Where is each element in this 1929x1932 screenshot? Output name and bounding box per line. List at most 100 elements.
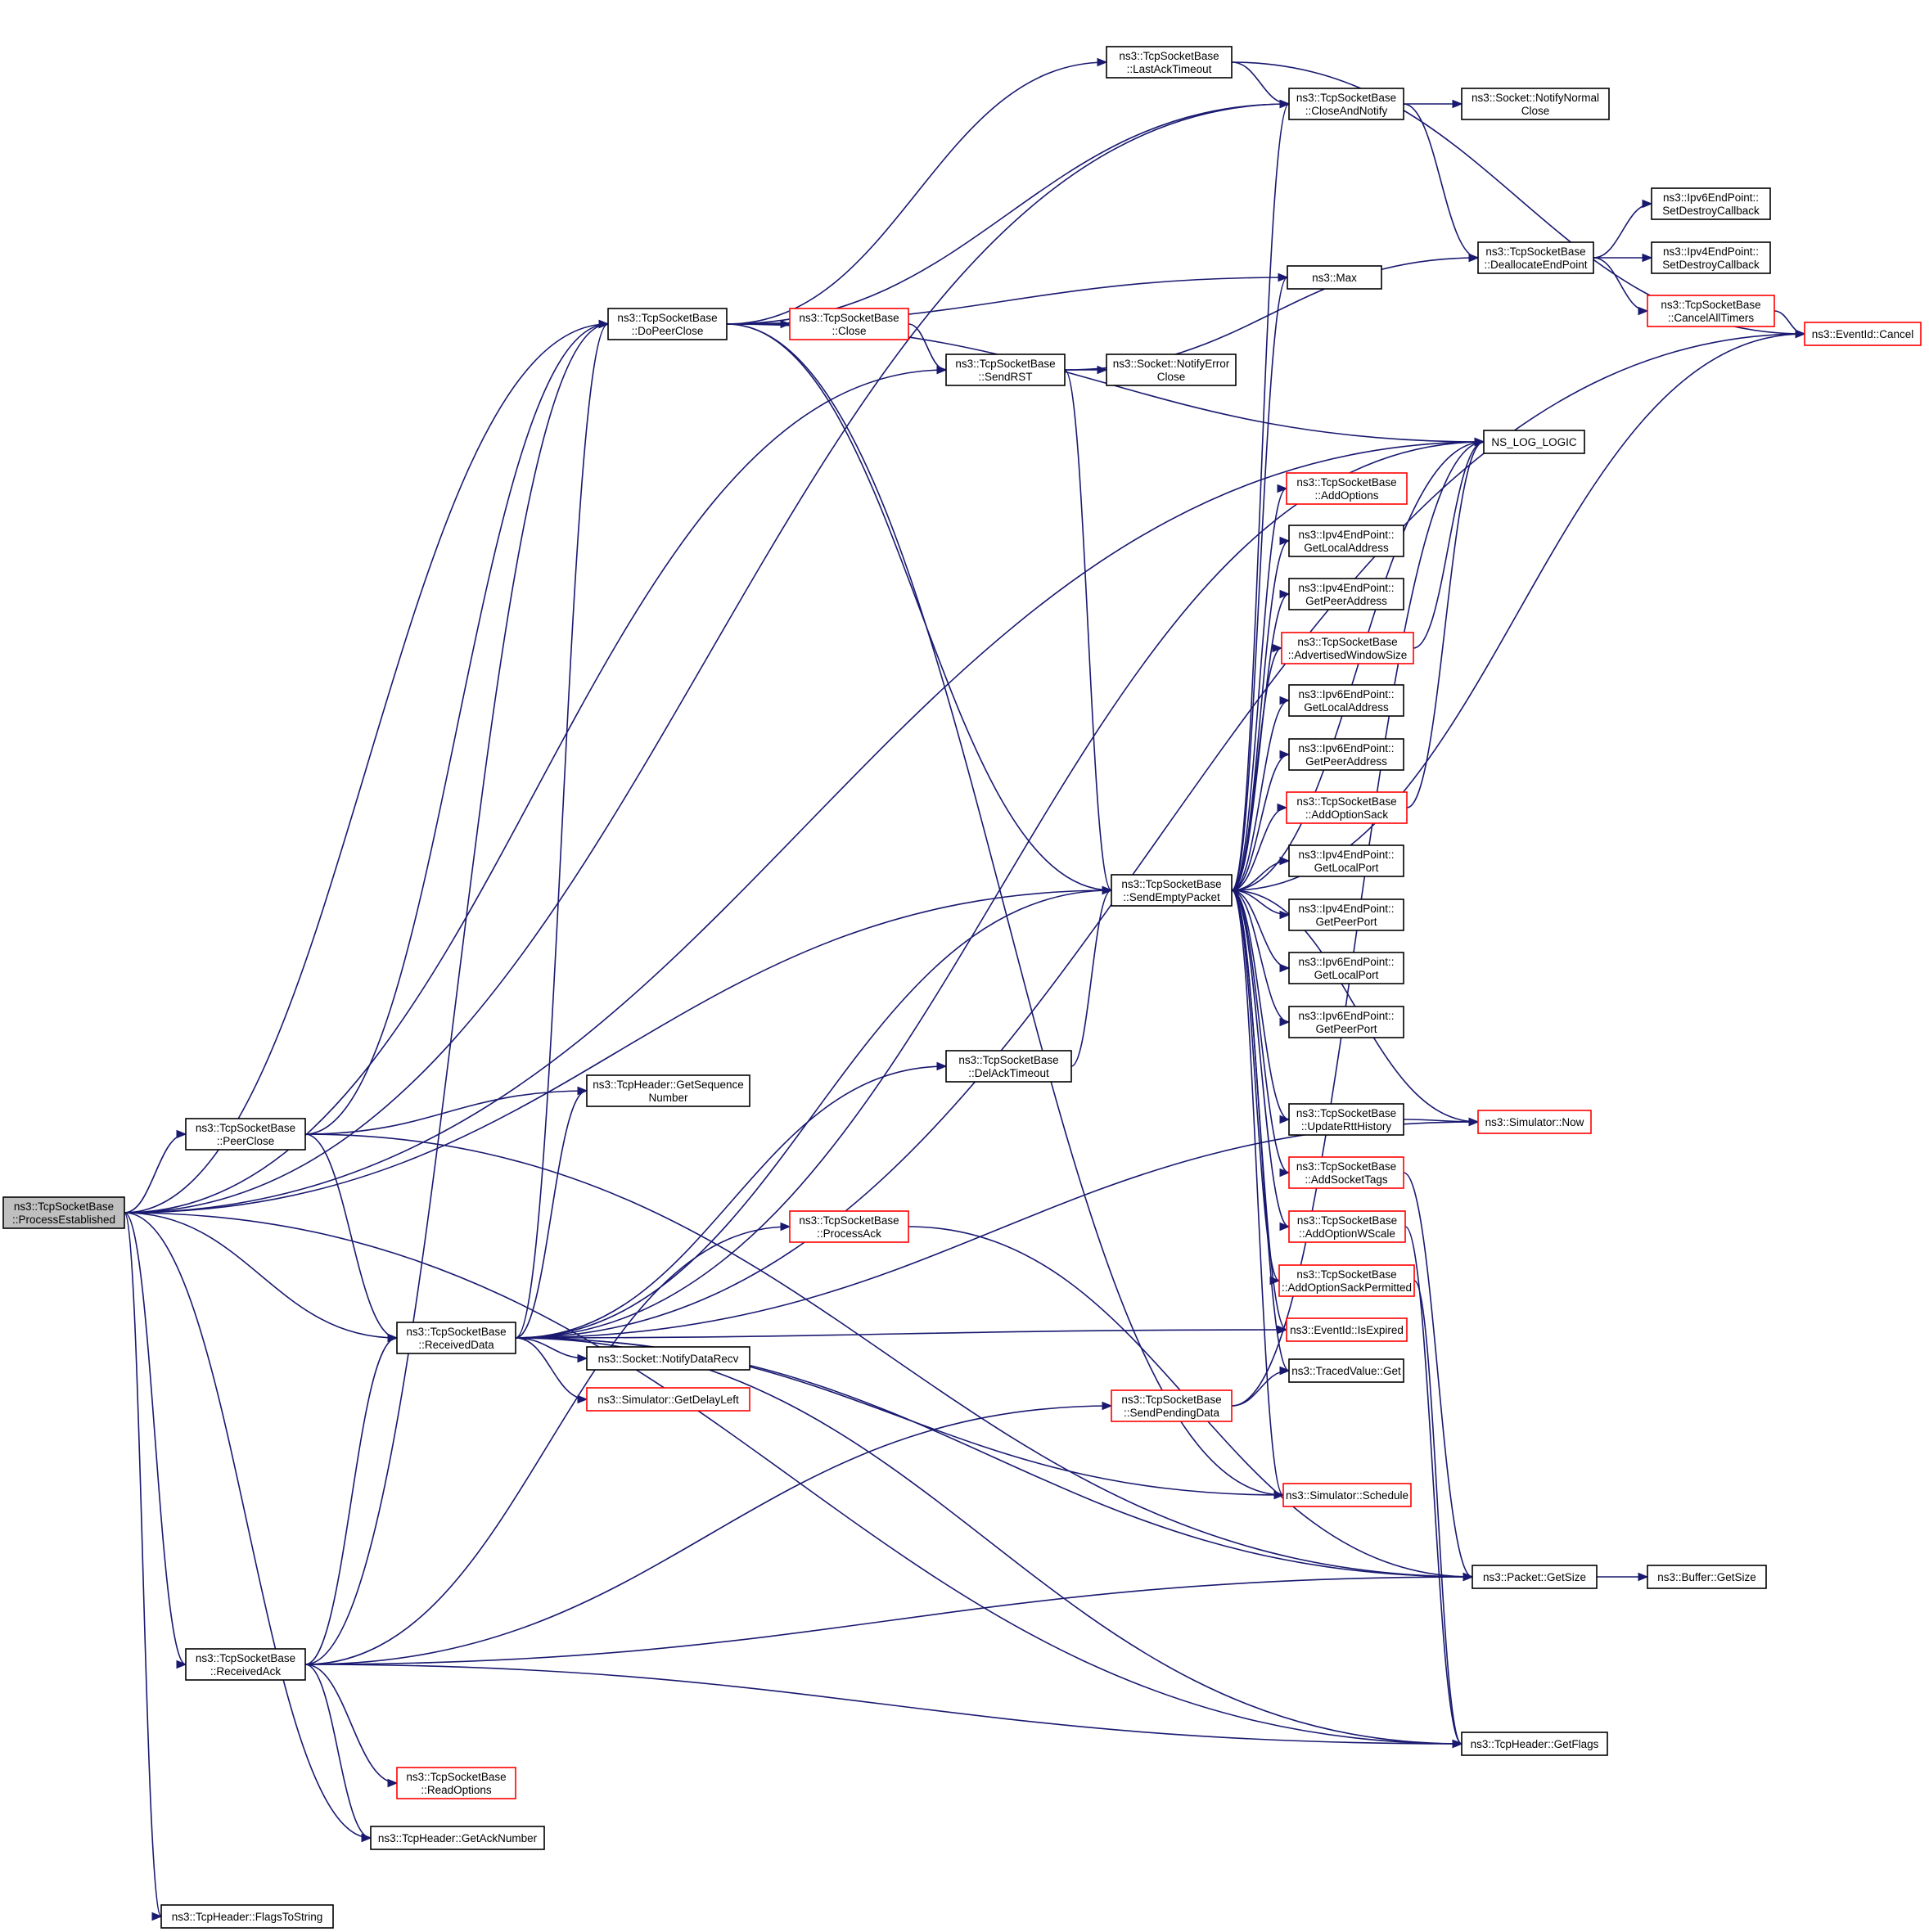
node-label-line: ns3::TcpSocketBase (1296, 476, 1396, 489)
edge-arrowhead (1277, 1325, 1288, 1335)
node-label-line: ns3::Max (1312, 272, 1357, 284)
node-buffergetsize[interactable]: ns3::Buffer::GetSize (1647, 1565, 1767, 1589)
node-max[interactable]: ns3::Max (1287, 265, 1382, 290)
node-label-line: ns3::Ipv6EndPoint:: (1298, 742, 1394, 754)
node-getdelayleft[interactable]: ns3::Simulator::GetDelayLeft (586, 1387, 750, 1412)
edge-arrowhead (1463, 1572, 1474, 1582)
node-delacktimeout[interactable]: ns3::TcpSocketBase::DelAckTimeout (945, 1050, 1072, 1083)
node-sendpendingdata[interactable]: ns3::TcpSocketBase::SendPendingData (1111, 1389, 1233, 1422)
node-box (396, 1767, 516, 1799)
node-closeandnotify[interactable]: ns3::TcpSocketBase::CloseAndNotify (1288, 88, 1404, 120)
node-addoptionwscale[interactable]: ns3::TcpSocketBase::AddOptionWScale (1288, 1210, 1406, 1243)
node-processack[interactable]: ns3::TcpSocketBase::ProcessAck (789, 1210, 909, 1243)
call-edge (304, 1405, 1112, 1665)
node-ipv4getlocalport[interactable]: ns3::Ipv4EndPoint::GetLocalPort (1288, 844, 1404, 877)
node-label-line: NS_LOG_LOGIC (1491, 436, 1577, 448)
node-ipv4getpeerport[interactable]: ns3::Ipv4EndPoint::GetPeerPort (1288, 898, 1404, 931)
edge-arrowhead (1279, 99, 1291, 109)
call-edge (304, 1664, 372, 1839)
node-label-line: ns3::TcpSocketBase (406, 1326, 506, 1338)
call-edge (1231, 754, 1290, 891)
edge-arrowhead (1279, 536, 1291, 546)
node-label-line: ns3::TcpSocketBase (958, 1054, 1058, 1066)
node-box (1288, 898, 1404, 931)
node-box (185, 1118, 306, 1151)
node-label-line: ::ReceivedAck (210, 1665, 282, 1678)
node-label-line: ns3::Ipv4EndPoint:: (1298, 582, 1394, 594)
node-label-line: ns3::TcpHeader::GetFlags (1471, 1738, 1599, 1750)
node-ipv6getlocaladdress[interactable]: ns3::Ipv6EndPoint::GetLocalAddress (1288, 684, 1404, 717)
call-edge (1231, 441, 1485, 891)
node-deallocateendpoint[interactable]: ns3::TcpSocketBase::DeallocateEndPoint (1477, 241, 1594, 274)
node-box (1288, 1103, 1404, 1136)
call-edge (124, 889, 1112, 1214)
call-edge (1231, 488, 1287, 891)
node-label-line: ns3::TracedValue::Get (1291, 1365, 1401, 1377)
node-ipv6getlocalport[interactable]: ns3::Ipv6EndPoint::GetLocalPort (1288, 952, 1404, 984)
node-addoptionsack[interactable]: ns3::TcpSocketBase::AddOptionSack (1286, 791, 1408, 824)
call-edge (124, 323, 609, 1214)
call-edge (1231, 889, 1290, 1173)
call-edge (1231, 889, 1280, 1281)
node-tcpheadergetflags[interactable]: ns3::TcpHeader::GetFlags (1461, 1732, 1608, 1756)
node-label-line: ns3::TcpSocketBase (1297, 636, 1397, 648)
call-edge (1404, 1226, 1463, 1745)
node-ipv4getpeeraddress[interactable]: ns3::Ipv4EndPoint::GetPeerAddress (1288, 578, 1404, 610)
node-label-line: ns3::TcpSocketBase (196, 1122, 295, 1134)
node-peerclose[interactable]: ns3::TcpSocketBase::PeerClose (185, 1118, 306, 1151)
call-edge (124, 1133, 187, 1214)
node-label-line: ns3::TcpHeader::FlagsToString (172, 1911, 323, 1923)
node-addsockettags[interactable]: ns3::TcpSocketBase::AddSocketTags (1288, 1156, 1404, 1189)
node-label-line: ns3::Socket::NotifyNormal (1472, 92, 1599, 104)
node-label-line: ns3::EventId::IsExpired (1290, 1324, 1404, 1336)
node-tracedvalueget[interactable]: ns3::TracedValue::Get (1288, 1358, 1404, 1383)
node-eventidcancel[interactable]: ns3::EventId::Cancel (1804, 322, 1922, 346)
node-box (1477, 1110, 1592, 1134)
call-edge (1231, 277, 1288, 891)
call-edge (1070, 889, 1112, 1067)
node-sendemptypacket[interactable]: ns3::TcpSocketBase::SendEmptyPacket (1111, 874, 1233, 907)
node-sendrst[interactable]: ns3::TcpSocketBase::SendRST (945, 354, 1066, 386)
node-ipv4setdestroy[interactable]: ns3::Ipv4EndPoint::SetDestroyCallback (1651, 241, 1771, 274)
node-isexpired[interactable]: ns3::EventId::IsExpired (1286, 1317, 1408, 1342)
node-label-line: ns3::TcpSocketBase (799, 312, 899, 324)
node-ipv6setdestroy[interactable]: ns3::Ipv6EndPoint::SetDestroyCallback (1651, 187, 1771, 220)
node-updaterttHistory[interactable]: ns3::TcpSocketBase::UpdateRttHistory (1288, 1103, 1404, 1136)
node-readoptions[interactable]: ns3::TcpSocketBase::ReadOptions (396, 1767, 516, 1799)
node-receiveddata[interactable]: ns3::TcpSocketBase::ReceivedData (396, 1322, 516, 1354)
node-box (396, 1322, 516, 1354)
node-label-line: ::AddOptionSack (1305, 808, 1389, 821)
edge-arrowhead (1279, 1115, 1291, 1124)
node-addoptions[interactable]: ns3::TcpSocketBase::AddOptions (1286, 472, 1408, 505)
node-lastacktimeout[interactable]: ns3::TcpSocketBase::LastAckTimeout (1106, 46, 1233, 79)
node-notifydatarecv[interactable]: ns3::Socket::NotifyDataRecv (586, 1346, 750, 1371)
node-root[interactable]: ns3::TcpSocketBase::ProcessEstablished (2, 1196, 125, 1229)
node-packetgetsize[interactable]: ns3::Packet::GetSize (1472, 1565, 1598, 1589)
node-receivedack[interactable]: ns3::TcpSocketBase::ReceivedAck (185, 1648, 306, 1681)
node-label-line: GetLocalPort (1314, 969, 1379, 981)
node-ipv6getpeeraddress[interactable]: ns3::Ipv6EndPoint::GetPeerAddress (1288, 738, 1404, 771)
node-getacknumber[interactable]: ns3::TcpHeader::GetAckNumber (370, 1826, 545, 1850)
node-label-line: GetLocalPort (1314, 862, 1379, 874)
node-label-line: ::CloseAndNotify (1305, 105, 1388, 117)
node-flagstostring[interactable]: ns3::TcpHeader::FlagsToString (160, 1904, 334, 1929)
node-ipv4getlocaladdress[interactable]: ns3::Ipv4EndPoint::GetLocalAddress (1288, 525, 1404, 557)
node-cancelalltimers[interactable]: ns3::TcpSocketBase::CancelAllTimers (1647, 295, 1775, 327)
edge-arrowhead (1638, 306, 1649, 316)
node-box (1286, 1317, 1408, 1342)
node-advertisedwindowsize[interactable]: ns3::TcpSocketBase::AdvertisedWindowSize (1281, 632, 1414, 664)
node-dopeerclose[interactable]: ns3::TcpSocketBase::DoPeerClose (607, 308, 728, 340)
node-simulatornow[interactable]: ns3::Simulator::Now (1477, 1110, 1592, 1134)
node-addoptionsackpermitted[interactable]: ns3::TcpSocketBase::AddOptionSackPermitt… (1278, 1264, 1415, 1297)
edge-arrowhead (1097, 57, 1108, 67)
node-label-line: ns3::TcpHeader::GetAckNumber (378, 1832, 538, 1844)
node-label-line: ns3::Socket::NotifyError (1113, 358, 1230, 370)
node-ipv6getpeerport[interactable]: ns3::Ipv6EndPoint::GetPeerPort (1288, 1006, 1404, 1038)
node-nslogLogic[interactable]: NS_LOG_LOGIC (1483, 430, 1585, 454)
node-schedule[interactable]: ns3::Simulator::Schedule (1282, 1483, 1412, 1507)
edge-arrowhead (577, 1394, 588, 1404)
node-close[interactable]: ns3::TcpSocketBase::Close (789, 308, 909, 340)
